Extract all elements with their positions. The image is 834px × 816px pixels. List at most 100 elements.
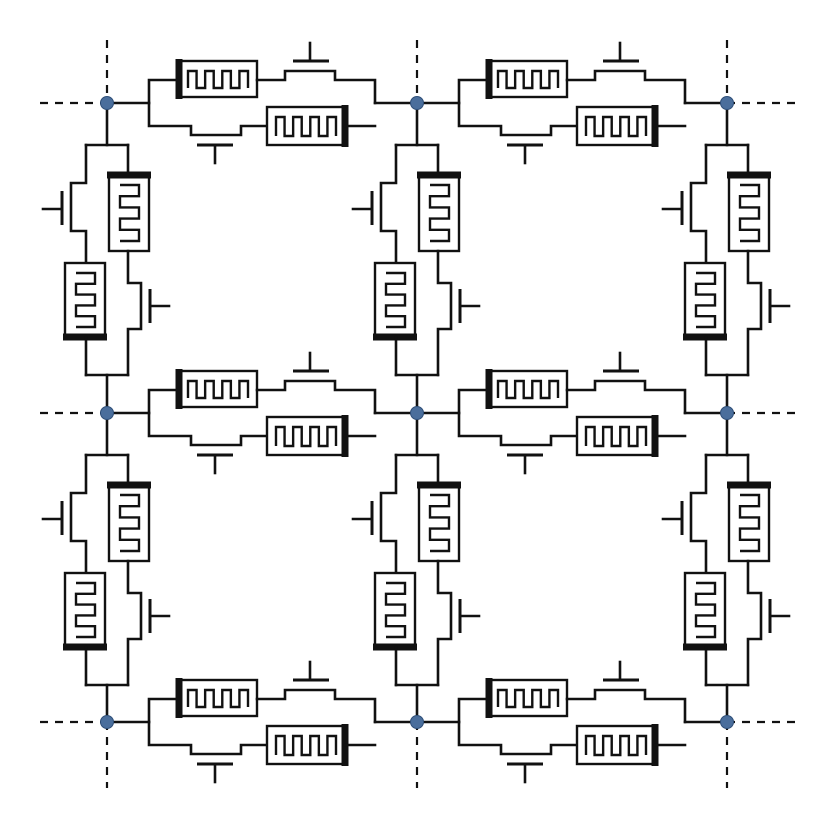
- upper-branch-wire: [565, 69, 687, 105]
- boundary-dashed-lines: [40, 40, 796, 788]
- left-branch-wire: [69, 143, 88, 265]
- upper-branch-wire: [255, 379, 377, 415]
- network-node: [720, 96, 734, 110]
- upper-branch-wire: [147, 697, 181, 724]
- resistor-box: [107, 173, 151, 253]
- resistor-box: [417, 173, 461, 253]
- network-nodes: [100, 96, 734, 729]
- right-branch-wire: [126, 559, 143, 687]
- network-node: [100, 96, 114, 110]
- meander-trace: [384, 581, 407, 639]
- lower-branch-wire: [147, 411, 269, 447]
- resistor-box: [265, 105, 347, 147]
- meander-trace: [738, 493, 761, 553]
- lower-branch-wire: [457, 101, 579, 137]
- meander-trace: [74, 271, 97, 329]
- resistor-box: [575, 105, 657, 147]
- meander-trace: [584, 425, 648, 448]
- right-branch-wire: [746, 559, 763, 687]
- horizontal-edge: [105, 351, 419, 475]
- meander-trace: [186, 69, 250, 90]
- resistor-box: [177, 678, 259, 718]
- lower-branch-wire: [457, 411, 579, 447]
- right-branch-wire: [436, 559, 453, 687]
- upper-branch-wire: [255, 688, 377, 724]
- resistor-box: [487, 369, 569, 409]
- meander-trace: [118, 493, 141, 553]
- vertical-edge: [661, 101, 791, 415]
- right-branch-wire: [746, 249, 763, 377]
- lower-branch-wire: [457, 720, 579, 756]
- horizontal-edge: [415, 41, 729, 165]
- resistor-box: [265, 724, 347, 766]
- vertical-edge: [41, 101, 171, 415]
- upper-branch-wire: [565, 379, 687, 415]
- meander-trace: [496, 688, 560, 709]
- resistor-box: [487, 678, 569, 718]
- network-node: [100, 406, 114, 420]
- meander-trace: [694, 271, 717, 329]
- network-node: [410, 715, 424, 729]
- horizontal-edge: [415, 660, 729, 784]
- network-node: [410, 96, 424, 110]
- vertical-edge: [351, 101, 481, 415]
- meander-trace: [694, 581, 717, 639]
- right-branch-wire: [436, 249, 453, 377]
- meander-trace: [428, 183, 451, 243]
- vertical-edge: [41, 411, 171, 725]
- resistor-box: [575, 415, 657, 457]
- meander-trace: [738, 183, 761, 243]
- resistor-box: [177, 59, 259, 99]
- meander-trace: [496, 69, 560, 90]
- left-branch-wire: [379, 453, 398, 575]
- vertical-edge: [351, 411, 481, 725]
- lower-branch-wire: [147, 720, 269, 756]
- resistor-box: [63, 571, 107, 649]
- meander-trace: [186, 379, 250, 400]
- vertical-edge: [661, 411, 791, 725]
- meander-trace: [118, 183, 141, 243]
- network-node: [410, 406, 424, 420]
- right-branch-wire: [126, 249, 143, 377]
- upper-branch-wire: [255, 69, 377, 105]
- resistor-box: [575, 724, 657, 766]
- resistor-box: [487, 59, 569, 99]
- horizontal-edge: [105, 660, 419, 784]
- meander-trace: [274, 734, 338, 757]
- left-branch-wire: [689, 453, 708, 575]
- network-node: [100, 715, 114, 729]
- resistor-box: [727, 483, 771, 563]
- resistor-box: [727, 173, 771, 253]
- left-branch-wire: [69, 453, 88, 575]
- meander-trace: [584, 734, 648, 757]
- resistor-box: [683, 261, 727, 339]
- network-edges: [41, 41, 791, 784]
- resistor-box: [417, 483, 461, 563]
- upper-branch-wire: [457, 388, 491, 415]
- upper-branch-wire: [147, 388, 181, 415]
- lower-branch-wire: [147, 101, 269, 137]
- resistor-box: [63, 261, 107, 339]
- meander-trace: [384, 271, 407, 329]
- upper-branch-wire: [457, 78, 491, 105]
- upper-branch-wire: [457, 697, 491, 724]
- meander-trace: [186, 688, 250, 709]
- network-node: [720, 715, 734, 729]
- left-branch-wire: [379, 143, 398, 265]
- meander-trace: [496, 379, 560, 400]
- left-branch-wire: [689, 143, 708, 265]
- meander-trace: [274, 115, 338, 138]
- resistor-box: [107, 483, 151, 563]
- meander-trace: [428, 493, 451, 553]
- meander-trace: [274, 425, 338, 448]
- resistor-box: [265, 415, 347, 457]
- upper-branch-wire: [147, 78, 181, 105]
- meander-trace: [74, 581, 97, 639]
- horizontal-edge: [105, 41, 419, 165]
- resistor-box: [177, 369, 259, 409]
- network-node: [720, 406, 734, 420]
- horizontal-edge: [415, 351, 729, 475]
- resistor-box: [373, 571, 417, 649]
- upper-branch-wire: [565, 688, 687, 724]
